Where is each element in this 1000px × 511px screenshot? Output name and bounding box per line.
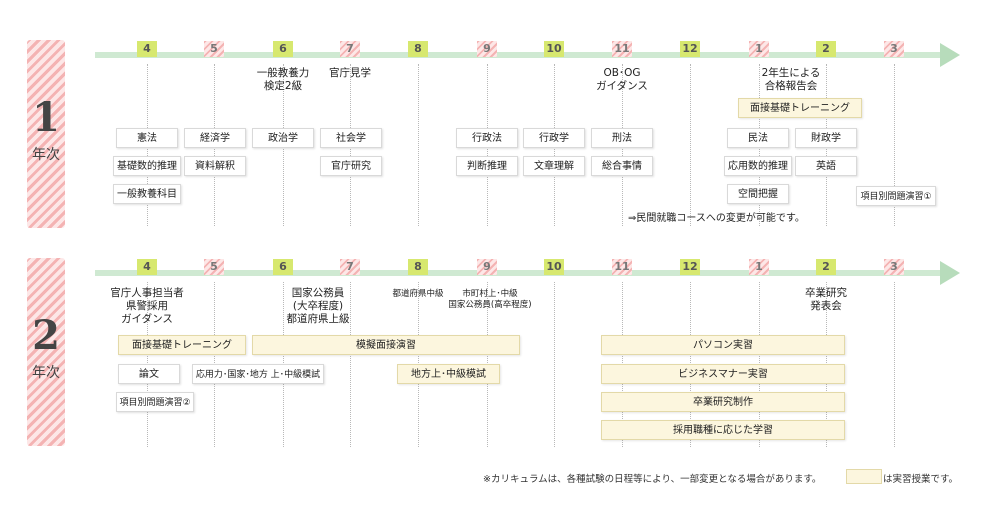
year1-note-nov: OB･OG ガイダンス — [596, 67, 648, 92]
year1-item-kiso-suiri: 基礎数的推理 — [113, 156, 181, 176]
legend-text: は実習授業です。 — [883, 474, 959, 485]
year2-item-oyo: 応用力･国家･地方 上･中級模試 — [192, 364, 324, 384]
year1-item-bunsho: 文章理解 — [523, 156, 585, 176]
year1-month-7: 7 — [340, 41, 360, 57]
year1-month-8: 8 — [408, 41, 428, 57]
year2-gridline — [350, 282, 351, 447]
year1-item-ippan: 一般教養科目 — [113, 184, 181, 204]
year1-item-seijigaku: 政治学 — [252, 128, 314, 148]
year2-month-11: 11 — [612, 259, 632, 275]
year2-note-jun: 国家公務員 (大卒程度) 都道府県上級 — [286, 287, 350, 325]
year1-item-gyoseigaku: 行政学 — [523, 128, 585, 148]
year1-month-11: 11 — [612, 41, 632, 57]
year1-item-keiho: 刑法 — [591, 128, 653, 148]
year2-month-7: 7 — [340, 259, 360, 275]
year1-item-zaiseigaku: 財政学 — [795, 128, 857, 148]
year1-arrow-head — [940, 43, 960, 67]
year2-bar-mensetsu: 面接基礎トレーニング — [118, 335, 246, 355]
year2-tag: 2 年次 — [27, 258, 65, 446]
year1-month-12: 12 — [680, 41, 700, 57]
year1-item-komoku1: 項目別問題演習① — [856, 186, 936, 206]
year2-number: 2 — [32, 312, 60, 359]
year1-tag: 1 年次 — [27, 40, 65, 228]
year2-month-2: 2 — [816, 259, 836, 275]
year2-month-4: 4 — [137, 259, 157, 275]
year2-month-10: 10 — [544, 259, 564, 275]
year1-item-gyoseiho: 行政法 — [456, 128, 518, 148]
year2-bar-sotsugyo: 卒業研究制作 — [601, 392, 845, 412]
year1-label: 年次 — [32, 147, 60, 163]
year1-banner-mensetsu: 面接基礎トレーニング — [738, 98, 862, 118]
year1-item-sogo: 総合事情 — [591, 156, 653, 176]
year2-timeline-arrow — [95, 270, 945, 276]
year1-change-note: ⇒民間就職コースへの変更が可能です。 — [628, 213, 805, 224]
year2-note-apr: 官庁人事担当者 県警採用 ガイダンス — [110, 287, 184, 325]
year1-timeline-arrow — [95, 52, 945, 58]
year1-month-3: 3 — [884, 41, 904, 57]
year1-item-kukan: 空間把握 — [727, 184, 789, 204]
year1-note-feb: 2年生による 合格報告会 — [761, 67, 821, 92]
year2-month-9: 9 — [477, 259, 497, 275]
footer-note: ※カリキュラムは、各種試験の日程等により、一部変更となる場合があります。 — [483, 474, 822, 485]
year1-item-handan: 判断推理 — [456, 156, 518, 176]
year2-item-komoku2: 項目別問題演習② — [116, 392, 194, 412]
year1-item-kenpo: 憲法 — [116, 128, 178, 148]
year2-bar-saiyo: 採用職種に応じた学習 — [601, 420, 845, 440]
year2-gridline — [894, 282, 895, 447]
year2-month-3: 3 — [884, 259, 904, 275]
legend-practice-swatch — [846, 469, 882, 484]
year1-gridline — [690, 64, 691, 226]
year1-note-jun: 一般教養力 検定2級 — [256, 67, 310, 92]
year1-item-keizaigaku: 経済学 — [184, 128, 246, 148]
year2-note-aug: 都道府県中級 — [392, 289, 444, 299]
year2-gridline — [554, 282, 555, 447]
year1-month-2: 2 — [816, 41, 836, 57]
year2-bar-business: ビジネスマナー実習 — [601, 364, 845, 384]
year2-item-ronbun: 論文 — [118, 364, 180, 384]
year2-arrow-head — [940, 261, 960, 285]
year2-note-feb: 卒業研究 発表会 — [805, 287, 847, 312]
year2-month-6: 6 — [273, 259, 293, 275]
year1-month-5: 5 — [204, 41, 224, 57]
year1-item-eigo: 英語 — [795, 156, 857, 176]
year2-note-sep: 市町村上･中級 国家公務員(高卒程度) — [448, 289, 532, 310]
year2-month-8: 8 — [408, 259, 428, 275]
year1-month-4: 4 — [137, 41, 157, 57]
year1-gridline — [418, 64, 419, 226]
year2-label: 年次 — [32, 365, 60, 381]
year2-month-12: 12 — [680, 259, 700, 275]
year2-bar-chiho-mogi: 地方上･中級模試 — [397, 364, 500, 384]
year1-item-shakaigaku: 社会学 — [320, 128, 382, 148]
year1-note-jul: 官庁見学 — [329, 67, 371, 79]
year1-month-6: 6 — [273, 41, 293, 57]
year2-month-1: 1 — [749, 259, 769, 275]
year2-bar-mogi-mensetsu: 模擬面接演習 — [252, 335, 520, 355]
year1-item-shiryo: 資料解釈 — [184, 156, 246, 176]
year1-item-oyo-suiri: 応用数的推理 — [724, 156, 792, 176]
year1-gridline — [894, 64, 895, 226]
year1-month-10: 10 — [544, 41, 564, 57]
year1-month-9: 9 — [477, 41, 497, 57]
year2-bar-pc: パソコン実習 — [601, 335, 845, 355]
year1-number: 1 — [32, 94, 60, 141]
year1-item-minpo: 民法 — [727, 128, 789, 148]
year1-item-kancho-kenkyu: 官庁研究 — [320, 156, 382, 176]
year2-month-5: 5 — [204, 259, 224, 275]
year1-month-1: 1 — [749, 41, 769, 57]
